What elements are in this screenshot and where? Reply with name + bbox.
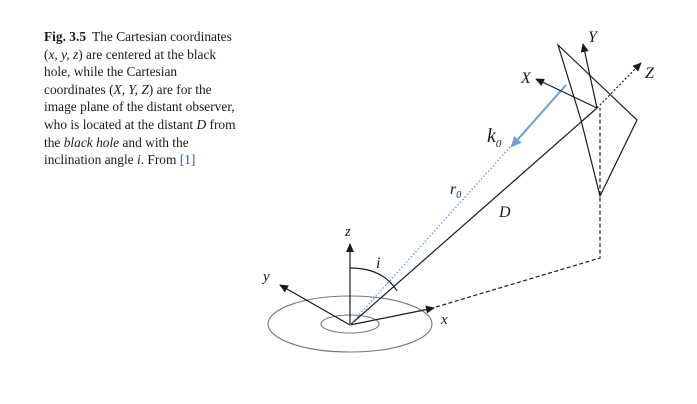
label-k0: k0: [487, 125, 502, 150]
label-k0-sub: 0: [496, 138, 502, 150]
caption-coords-big: X, Y, Z: [113, 81, 149, 97]
caption-black-hole: black hole: [63, 134, 120, 150]
caption-text-1: The Cartesian coordinates (: [44, 29, 232, 62]
image-x-axis: [535, 78, 598, 109]
image-plane: [556, 42, 638, 198]
caption-angle: i: [136, 152, 141, 168]
caption-text-4: from the: [44, 116, 236, 150]
reference-link[interactable]: [1]: [179, 152, 196, 168]
wave-vector-k0: [510, 84, 567, 148]
inclination-arc: [349, 267, 398, 292]
image-z-axis: [596, 62, 642, 109]
label-k0-main: k: [487, 125, 497, 147]
label-r0-main: r: [450, 181, 457, 198]
caption-coords-small: x, y, z: [48, 46, 79, 62]
caption-distance: D: [196, 116, 207, 132]
label-Y: Y: [588, 29, 599, 46]
label-z: z: [344, 224, 351, 240]
label-i: i: [376, 255, 380, 272]
caption-text-2: ) are centered at the black hole, while …: [44, 46, 217, 97]
label-Z: Z: [645, 65, 655, 82]
caption-text-3: ) are for the image plane of the distant…: [44, 81, 235, 132]
label-x: x: [440, 312, 448, 328]
figure-label: Fig. 3.5: [44, 29, 87, 44]
caption-text-5: and with the inclination angle: [44, 134, 189, 168]
label-r0-sub: 0: [456, 190, 461, 201]
image-y-axis: [580, 43, 598, 109]
label-y: y: [261, 269, 270, 285]
distance-line: [349, 107, 598, 326]
y-axis: [279, 284, 351, 326]
projection-line: [435, 108, 601, 308]
label-D: D: [498, 204, 511, 221]
caption-text-6: . From: [140, 152, 180, 168]
label-r0: r0: [450, 181, 461, 201]
label-X: X: [520, 70, 532, 87]
x-axis: [349, 305, 435, 326]
photon-ray-r0: [349, 84, 567, 326]
